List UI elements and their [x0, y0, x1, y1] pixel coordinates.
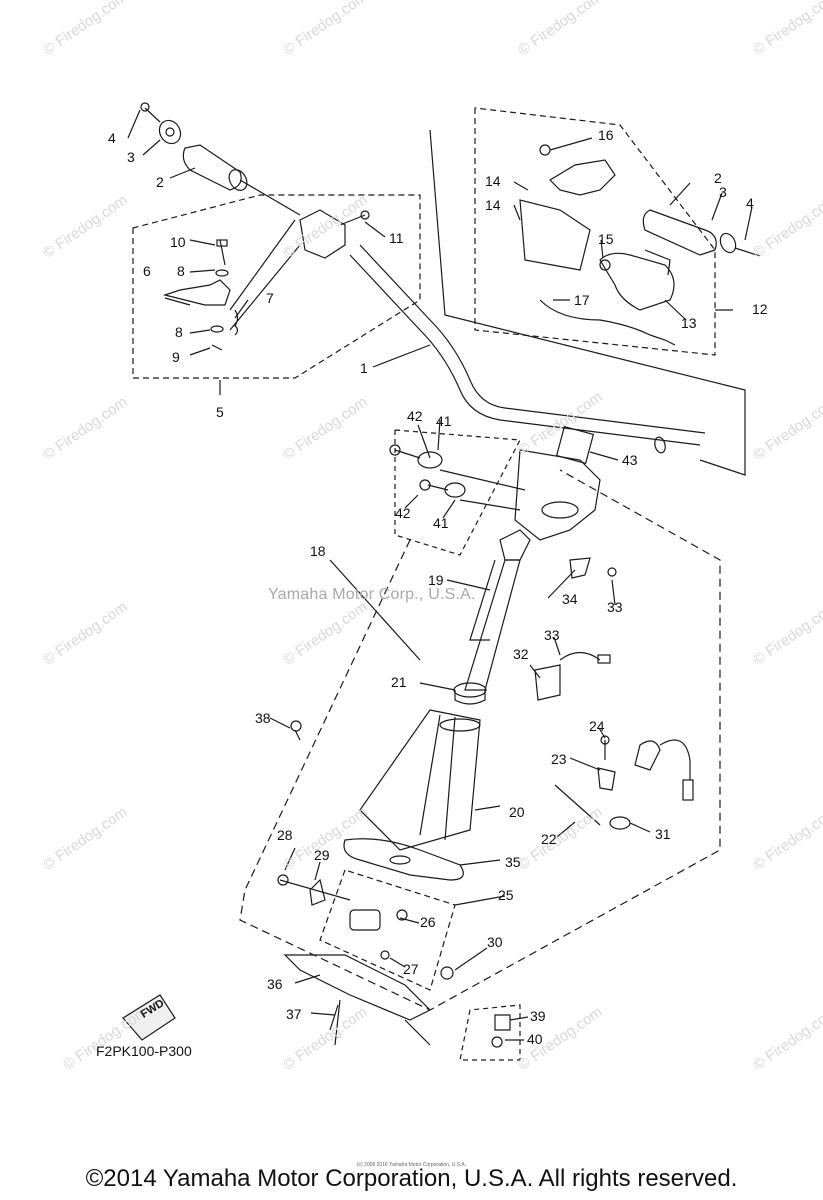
callout-24: 24 [589, 718, 605, 734]
callout-9: 9 [172, 349, 180, 365]
callout-37: 37 [286, 1006, 302, 1022]
diagram-code: F2PK100-P300 [96, 1043, 192, 1059]
callout-8: 8 [175, 324, 183, 340]
callout-6: 6 [143, 263, 151, 279]
callout-28: 28 [277, 827, 293, 843]
callout-17: 17 [574, 292, 590, 308]
callout-30: 30 [487, 934, 503, 950]
callout-22: 22 [541, 831, 557, 847]
callout-41: 41 [433, 515, 449, 531]
callout-10: 10 [170, 234, 186, 250]
callout-5: 5 [216, 404, 224, 420]
callout-33: 33 [544, 627, 560, 643]
callout-31: 31 [655, 826, 671, 842]
steering-shaft [464, 559, 521, 691]
center-watermark: Yamaha Motor Corp., U.S.A. [268, 586, 476, 603]
steering-cover [359, 709, 481, 851]
callout-12: 12 [752, 301, 768, 317]
callout-4: 4 [746, 195, 754, 211]
callout-4: 4 [108, 130, 116, 146]
group-41-box [394, 429, 521, 556]
plate-36 [283, 954, 432, 1021]
callout-32: 32 [513, 646, 529, 662]
callout-43: 43 [622, 452, 638, 468]
callout-21: 21 [391, 674, 407, 690]
callout-36: 36 [267, 976, 283, 992]
callout-41: 41 [436, 413, 452, 429]
callout-14: 14 [485, 197, 501, 213]
group-39-box [459, 1004, 521, 1061]
switch-housing [549, 159, 616, 196]
callout-3: 3 [127, 149, 135, 165]
copyright-footer: ©2014 Yamaha Motor Corporation, U.S.A. A… [85, 1165, 738, 1192]
callout-15: 15 [598, 231, 614, 247]
fwd-arrow [122, 994, 176, 1041]
callout-27: 27 [403, 961, 419, 977]
callout-11: 11 [389, 230, 404, 246]
callout-14: 14 [485, 173, 501, 189]
callout-16: 16 [598, 127, 614, 143]
callout-19: 19 [428, 572, 444, 588]
callout-8: 8 [177, 263, 185, 279]
callout-25: 25 [498, 887, 514, 903]
callout-2: 2 [714, 170, 722, 186]
callout-20: 20 [509, 804, 525, 820]
callout-35: 35 [505, 854, 521, 870]
callout-23: 23 [551, 751, 567, 767]
group-5-box [132, 194, 421, 379]
callout-33: 33 [607, 599, 623, 615]
handlebar [349, 244, 706, 446]
callout-3: 3 [719, 184, 727, 200]
callout-26: 26 [420, 914, 436, 930]
throttle-housing [299, 209, 346, 259]
callout-1: 1 [360, 360, 368, 376]
group-12-box [474, 107, 716, 356]
callout-7: 7 [266, 290, 274, 306]
callout-42: 42 [395, 505, 411, 521]
fine-print: (c) 2008 2016 Yamaha Motor Corporation, … [356, 1162, 467, 1168]
callout-38: 38 [255, 710, 271, 726]
callout-13: 13 [681, 315, 697, 331]
left-grip [182, 144, 242, 191]
right-grip [642, 209, 717, 256]
callout-40: 40 [527, 1031, 543, 1047]
callout-29: 29 [314, 847, 330, 863]
cap-43 [555, 425, 595, 465]
throttle-lever [162, 279, 231, 306]
callout-2: 2 [156, 174, 164, 190]
callout-42: 42 [407, 408, 423, 424]
callout-34: 34 [562, 591, 578, 607]
callout-39: 39 [530, 1008, 546, 1024]
callout-18: 18 [310, 543, 326, 559]
group-25-box [319, 869, 456, 991]
gasket-35 [343, 838, 464, 881]
